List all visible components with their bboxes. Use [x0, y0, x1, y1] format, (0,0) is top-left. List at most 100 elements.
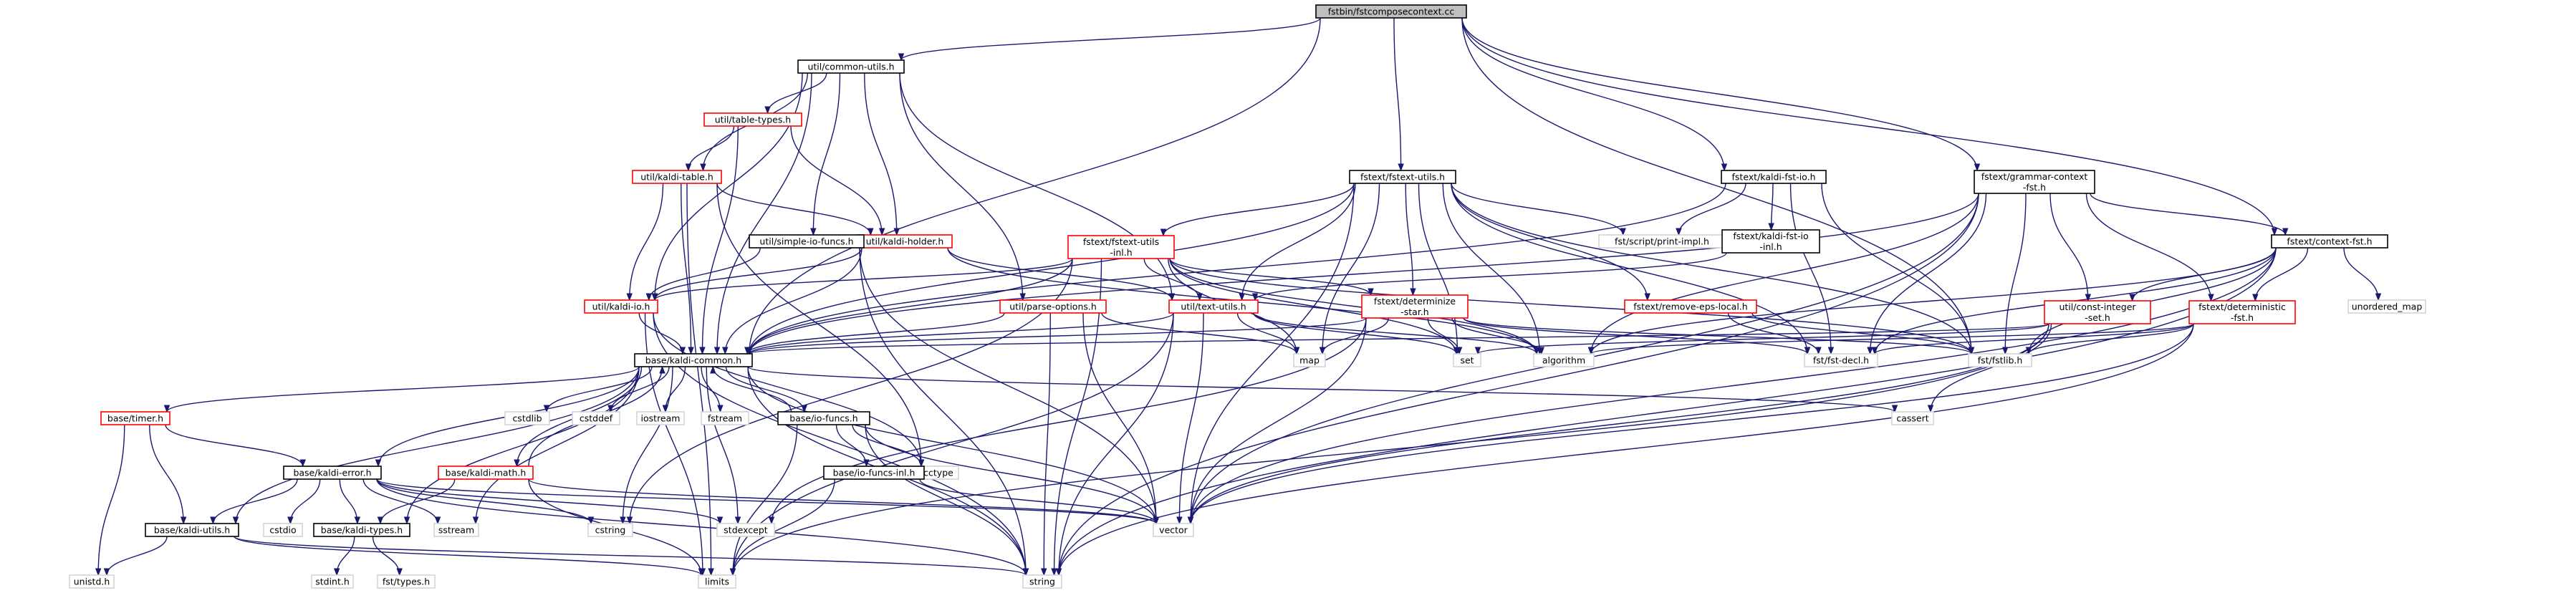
- edge-line: [1163, 183, 1355, 236]
- node-kaldi-table[interactable]: util/kaldi-table.h: [632, 170, 722, 184]
- node-io-funcs[interactable]: base/io-funcs.h: [777, 411, 870, 425]
- node-algorithm: algorithm: [1533, 353, 1595, 367]
- edge-timer-to-kaldi-error: [165, 424, 306, 468]
- dependency-edges: [95, 17, 2382, 577]
- node-box: [433, 523, 479, 537]
- node-box: [1022, 574, 1062, 589]
- node-label: base/timer.h: [107, 413, 163, 424]
- edge-line: [629, 258, 1073, 524]
- arrowhead: [626, 516, 633, 525]
- edge-line: [97, 424, 125, 576]
- node-simple-io[interactable]: util/simple-io-funcs.h: [749, 234, 865, 249]
- edge-line: [732, 424, 798, 576]
- node-vector: vector: [1153, 523, 1194, 537]
- node-grammar-context[interactable]: fstext/grammar-context-fst.h: [1974, 170, 2095, 194]
- node-root[interactable]: fstbin/fstcomposecontext.cc: [1315, 4, 1467, 19]
- arrowhead: [722, 347, 729, 355]
- node-box: [698, 574, 736, 589]
- node-label: fstext/remove-eps-local.h: [1633, 302, 1747, 312]
- node-io-funcs-inl[interactable]: base/io-funcs-inl.h: [823, 466, 925, 480]
- arrowhead: [1644, 293, 1650, 302]
- node-box: [1293, 353, 1326, 367]
- node-cstdio: cstdio: [263, 523, 303, 537]
- arrowhead: [1968, 347, 1975, 355]
- arrowhead: [299, 459, 306, 468]
- arrowhead: [1620, 228, 1626, 236]
- node-kaldi-fst-io[interactable]: fstext/kaldi-fst-io.h: [1721, 170, 1827, 184]
- node-box: [777, 411, 870, 425]
- edge-deterministic-fst-to-fstlib: [2025, 323, 2194, 355]
- node-label: fst/script/print-impl.h: [1615, 236, 1709, 247]
- node-deterministic-fst[interactable]: fstext/deterministic-fst.h: [2188, 300, 2296, 324]
- node-kaldi-holder[interactable]: util/kaldi-holder.h: [857, 234, 953, 249]
- edge-line: [1727, 312, 1820, 355]
- node-label: map: [1299, 355, 1320, 366]
- edge-line: [1058, 193, 1979, 576]
- edge-determinize-star-to-kaldi-common: [746, 317, 1367, 355]
- edge-line: [864, 72, 898, 236]
- node-determinize-star[interactable]: fstext/determinize-star.h: [1361, 294, 1469, 319]
- node-common-utils[interactable]: util/common-utils.h: [797, 59, 905, 74]
- node-parse-options[interactable]: util/parse-options.h: [999, 299, 1107, 314]
- edge-line: [919, 478, 1157, 524]
- node-box: [1624, 299, 1757, 314]
- node-table-types[interactable]: util/table-types.h: [703, 112, 802, 127]
- node-label: iostream: [641, 413, 681, 424]
- node-kaldi-utils[interactable]: base/kaldi-utils.h: [145, 523, 239, 537]
- node-kaldi-types[interactable]: base/kaldi-types.h: [313, 523, 410, 537]
- node-box: [1968, 353, 2032, 367]
- node-fstext-utils-inl[interactable]: fstext/fstext-utils-inl.h: [1067, 235, 1175, 259]
- node-text-utils[interactable]: util/text-utils.h: [1168, 299, 1259, 314]
- node-remove-eps-local[interactable]: fstext/remove-eps-local.h: [1624, 299, 1757, 314]
- node-label: cctype: [923, 468, 953, 478]
- edge-line: [747, 366, 1157, 524]
- node-kaldi-fst-io-inl[interactable]: fstext/kaldi-fst-io-inl.h: [1721, 229, 1820, 254]
- edge-kaldi-common-to-kaldi-types: [403, 366, 640, 525]
- node-timer[interactable]: base/timer.h: [100, 411, 170, 425]
- node-kaldi-error[interactable]: base/kaldi-error.h: [283, 466, 382, 480]
- node-box: [1315, 4, 1467, 19]
- edge-line: [724, 247, 862, 355]
- node-label: cassert: [1896, 413, 1928, 424]
- node-const-integer-set[interactable]: util/const-integer-set.h: [2044, 300, 2151, 324]
- arrowhead: [878, 228, 885, 236]
- arrowhead: [1196, 293, 1203, 302]
- node-label: algorithm: [1542, 355, 1585, 366]
- node-label: -fst.h: [2231, 312, 2254, 323]
- node-print-impl: fst/script/print-impl.h: [1598, 234, 1726, 249]
- node-label: util/common-utils.h: [807, 62, 894, 72]
- edge-kaldi-io-to-string: [653, 312, 1029, 577]
- arrowhead: [1410, 288, 1416, 296]
- edge-line: [654, 247, 862, 301]
- edge-line: [746, 312, 1005, 355]
- edge-determinize-star-to-fst-decl: [1463, 317, 1811, 355]
- edge-kaldi-error-to-cstdio: [287, 478, 321, 525]
- edge-line: [681, 183, 692, 355]
- node-context-fst[interactable]: fstext/context-fst.h: [2271, 234, 2388, 249]
- edge-fstext-utils-inl-to-string: [1051, 258, 1102, 577]
- node-label: fstext/fstext-utils: [1083, 236, 1159, 247]
- arrowhead: [1239, 293, 1245, 302]
- node-box: [1721, 229, 1820, 254]
- edge-text-utils-to-string: [1055, 312, 1174, 577]
- edge-simple-io-to-string: [859, 247, 1029, 577]
- edge-kaldi-table-to-kaldi-holder: [716, 183, 874, 236]
- node-box: [636, 411, 685, 425]
- edge-context-fst-to-string: [1055, 247, 2277, 577]
- edge-line: [1463, 317, 1972, 355]
- arrowhead: [1927, 405, 1934, 413]
- node-types: fst/types.h: [377, 574, 436, 589]
- edge-line: [528, 478, 1157, 524]
- node-fstlib: fst/fstlib.h: [1968, 353, 2032, 367]
- node-fstext-utils[interactable]: fstext/fstext-utils.h: [1349, 170, 1456, 184]
- node-kaldi-common[interactable]: base/kaldi-common.h: [634, 353, 753, 367]
- node-kaldi-math[interactable]: base/kaldi-math.h: [438, 466, 534, 480]
- node-label: util/text-utils.h: [1181, 302, 1246, 312]
- node-kaldi-io[interactable]: util/kaldi-io.h: [584, 299, 658, 314]
- edge-kaldi-error-to-kaldi-types: [339, 478, 361, 525]
- arrowhead: [1891, 405, 1898, 413]
- node-box: [634, 353, 753, 367]
- arrowhead: [1022, 568, 1029, 577]
- edge-line: [610, 366, 670, 413]
